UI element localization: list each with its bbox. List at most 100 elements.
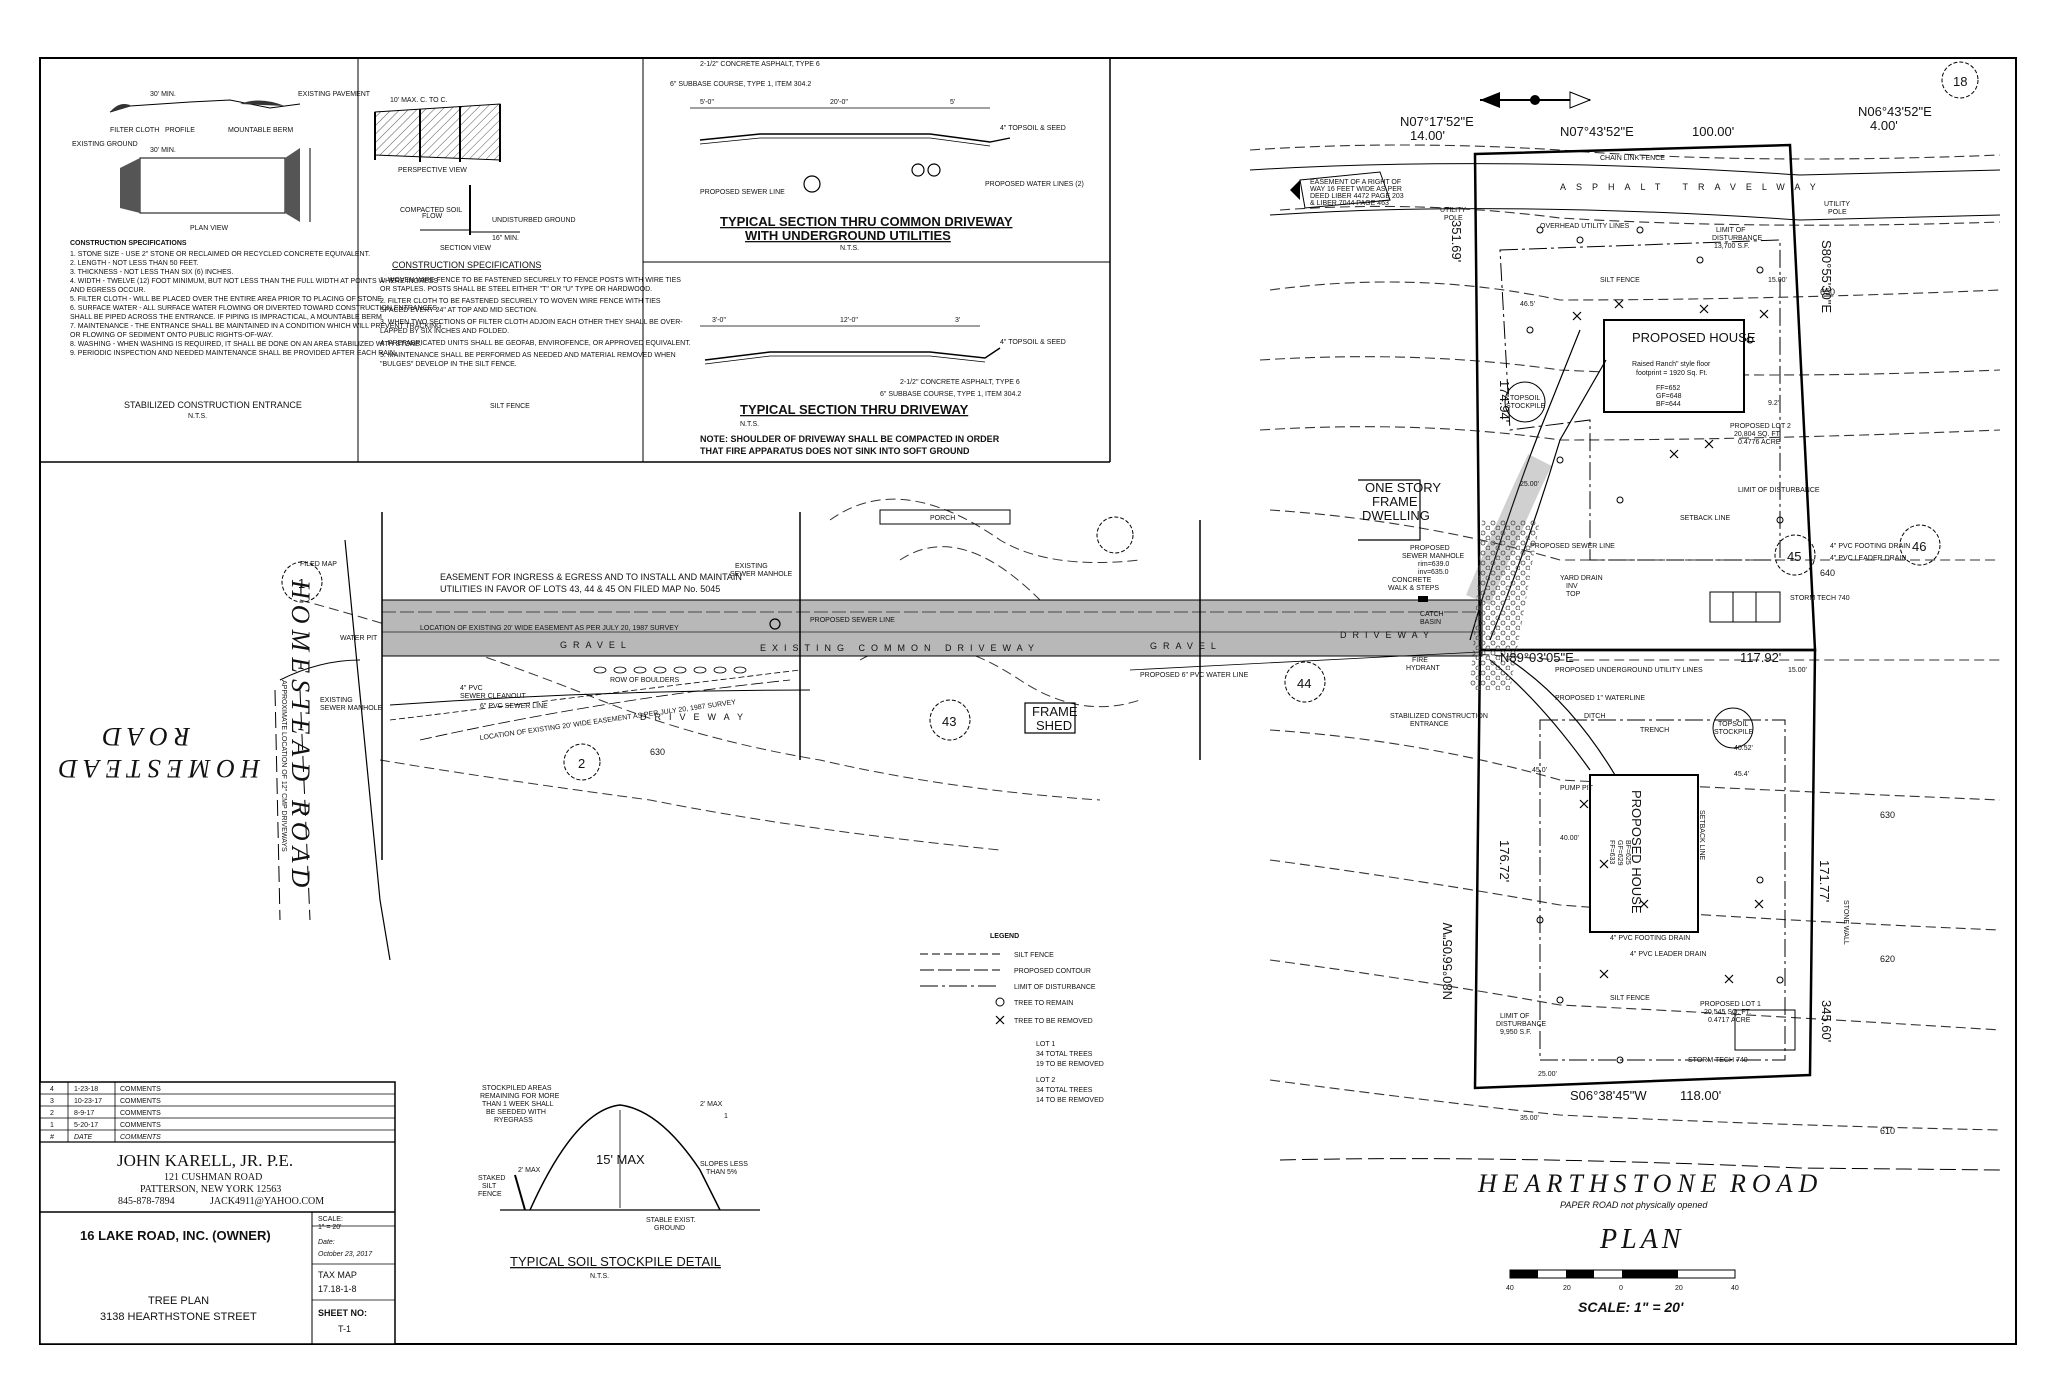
footing-drain-top: 4" PVC FOOTING DRAIN [1830,543,1910,550]
driveway-title: TYPICAL SECTION THRU DRIVEWAY [740,402,969,417]
utility-pole-1: UTILITY [1440,207,1466,214]
height-label: 16" MIN. [492,235,519,242]
utility-pole-right-1: UTILITY [1824,201,1850,208]
contour-label-650: 650 [1820,287,1835,297]
location-easement-top: LOCATION OF EXISTING 20' WIDE EASEMENT A… [420,625,679,632]
lot-boundaries [1473,143,1817,1090]
legend: LEGEND SILT FENCE PROPOSED CONTOUR LIMIT… [920,933,1104,1104]
yard-drain-1: YARD DRAIN [1560,575,1603,582]
trees [1526,226,1784,1064]
dim-15-right: 15.00' [1788,667,1807,674]
entrance-specs-title: CONSTRUCTION SPECIFICATIONS [70,240,187,247]
underground-utility-label: PROPOSED UNDERGROUND UTILITY LINES [1555,667,1703,674]
spec-line: SHALL BE PIPED ACROSS THE ENTRANCE. IF P… [70,314,382,321]
spec-line: LAPPED BY SIX INCHES AND FOLDED. [380,328,509,335]
stockpile-note-1: STOCKPILED AREAS [482,1085,552,1092]
house-top-gf: GF=648 [1656,393,1682,400]
silt-specs-title: CONSTRUCTION SPECIFICATIONS [392,260,541,270]
stockpile-max-height: 15' MAX [596,1152,645,1167]
filed-map-caption: FILED MAP [300,561,337,568]
plan-name: TREE PLAN [148,1295,209,1307]
lod-top-1: LIMIT OF [1716,227,1745,234]
tax-map-label: TAX MAP [318,1270,357,1280]
gravel-label: GRAVEL [560,640,632,650]
storm-tech-top [1709,591,1781,623]
spec-line: 5. FILTER CLOTH - WILL BE PLACED OVER TH… [70,296,384,303]
storm-tech-bottom-label: STORM TECH 740 [1688,1057,1748,1064]
lot2-acre: 0.4776 ACRE [1738,439,1781,446]
spec-line: 1. STONE SIZE - USE 2" STONE OR RECLAIME… [70,251,370,258]
legend-lot2-total: 34 TOTAL TREES [1036,1087,1093,1094]
contour-label-630-left: 630 [650,747,665,757]
stockpile-note-5: RYEGRASS [494,1117,533,1124]
rev-4-date: 1-23-18 [74,1086,98,1093]
stable-1: STABLE EXIST. [646,1217,696,1224]
easement-box-1: EASEMENT OF A RIGHT OF [1310,179,1401,186]
one-story-3: DWELLING [1362,508,1430,523]
house-top-bf: BF=644 [1656,401,1681,408]
house-top-ff: FF=652 [1656,385,1680,392]
setback-line-bottom: SETBACK LINE [1698,810,1705,861]
lod-bottom-2: DISTURBANCE [1496,1021,1547,1028]
dim-40-52: 40.52' [1734,745,1753,752]
house-top-info-1: Raised Ranch" style floor [1632,361,1711,368]
dist-174: 174.94' [1497,380,1512,422]
dist-345: 345.60' [1819,1000,1834,1042]
tax-map-value: 17.18-1-8 [318,1284,357,1294]
proposed-manhole-1: PROPOSED [1410,545,1450,552]
concrete-walk-2: WALK & STEPS [1388,585,1439,592]
legend-lot2-removed: 14 TO BE REMOVED [1036,1097,1104,1104]
engineer-address-2: PATTERSON, NEW YORK 12563 [140,1184,281,1195]
silt-fence-top: SILT FENCE [1600,277,1640,284]
spec-line: 1. WOVEN WIRE FENCE TO BE FASTENED SECUR… [380,277,681,284]
stockpile-title: TYPICAL SOIL STOCKPILE DETAIL [510,1254,721,1269]
scale-bar: 40 20 0 20 40 [1506,1269,1739,1292]
bearing-n07-1752: N07°17'52"E [1400,114,1474,129]
revision-table [40,1082,395,1143]
dim-25-bottom: 25.00' [1538,1071,1557,1078]
lod-top-3: 13,700 S.F. [1714,243,1749,250]
contour-label-610: 610 [1880,1126,1895,1136]
scale-tick-20b: 20 [1675,1285,1683,1292]
silt-specs-list: 1. WOVEN WIRE FENCE TO BE FASTENED SECUR… [380,277,691,368]
catch-basin-1: CATCH [1420,611,1444,618]
dim-30-min: 30' MIN. [150,91,176,98]
subbase-label: 6" SUBBASE COURSE, TYPE 1, ITEM 304.2 [670,81,811,88]
engineer-address-1: 121 CUSHMAN ROAD [164,1172,262,1183]
drive-topsoil: 4" TOPSOIL & SEED [1000,339,1066,346]
legend-lot1: LOT 1 [1036,1041,1055,1048]
undisturbed-label: UNDISTURBED GROUND [492,217,576,224]
house-top-label: PROPOSED HOUSE [1632,330,1756,345]
stockpile-2max-right: 2' MAX [700,1101,723,1108]
stockpile-note-3: THAN 1 WEEK SHALL [482,1101,554,1108]
fire-hydrant-2: HYDRANT [1406,665,1441,672]
engineer-email: JACK4911@YAHOO.COM [210,1196,324,1207]
rev-header-date: DATE [74,1134,92,1141]
filed-map-18: 18 [1953,74,1967,89]
leader-drain-top: 4" PVC LEADER DRAIN [1830,555,1906,562]
house-bottom: PROPOSED HOUSE FF=633 GF=629 BF=625 [1589,774,1699,933]
easement-box-3: DEED LIBER 4472 PAGE 203 [1310,193,1404,200]
common-driveway-title: TYPICAL SECTION THRU COMMON DRIVEWAY [720,214,1013,229]
stabilized-entrance-nts: N.T.S. [188,413,207,420]
sewer-cleanout-2: SEWER CLEANOUT [460,693,526,700]
water-label: PROPOSED WATER LINES (2) [985,181,1084,188]
spec-line: 4. WIDTH - TWELVE (12) FOOT MINIMUM, BUT… [70,278,438,285]
rev-2-date: 8-9-17 [74,1110,94,1117]
stockpile-nts: N.T.S. [590,1273,609,1280]
engineer-name: JOHN KARELL, JR. P.E. [117,1151,293,1170]
frame-shed-1: FRAME [1032,704,1078,719]
dim-5ft: 5'-0" [700,99,714,106]
easement-box-4: & LIBER 7044 PAGE 463 [1310,200,1389,207]
detail-soil-stockpile: 15' MAX STOCKPILED AREAS REMAINING FOR M… [478,1085,760,1280]
compacted-soil-label: COMPACTED SOIL [400,207,462,214]
legend-proposed-contour: PROPOSED CONTOUR [1014,968,1091,975]
filter-cloth-label: FILTER CLOTH [110,127,159,134]
lot1-acre: 0.4717 ACRE [1708,1017,1751,1024]
bearing-n90: N89°03'05"E [1500,650,1574,665]
stone-wall-label: STONE WALL [1842,900,1849,945]
rev-3-date: 10-23-17 [74,1098,102,1105]
legend-tree-removed: TREE TO BE REMOVED [1014,1018,1093,1025]
existing-manhole-left-1: EXISTING [320,697,353,704]
